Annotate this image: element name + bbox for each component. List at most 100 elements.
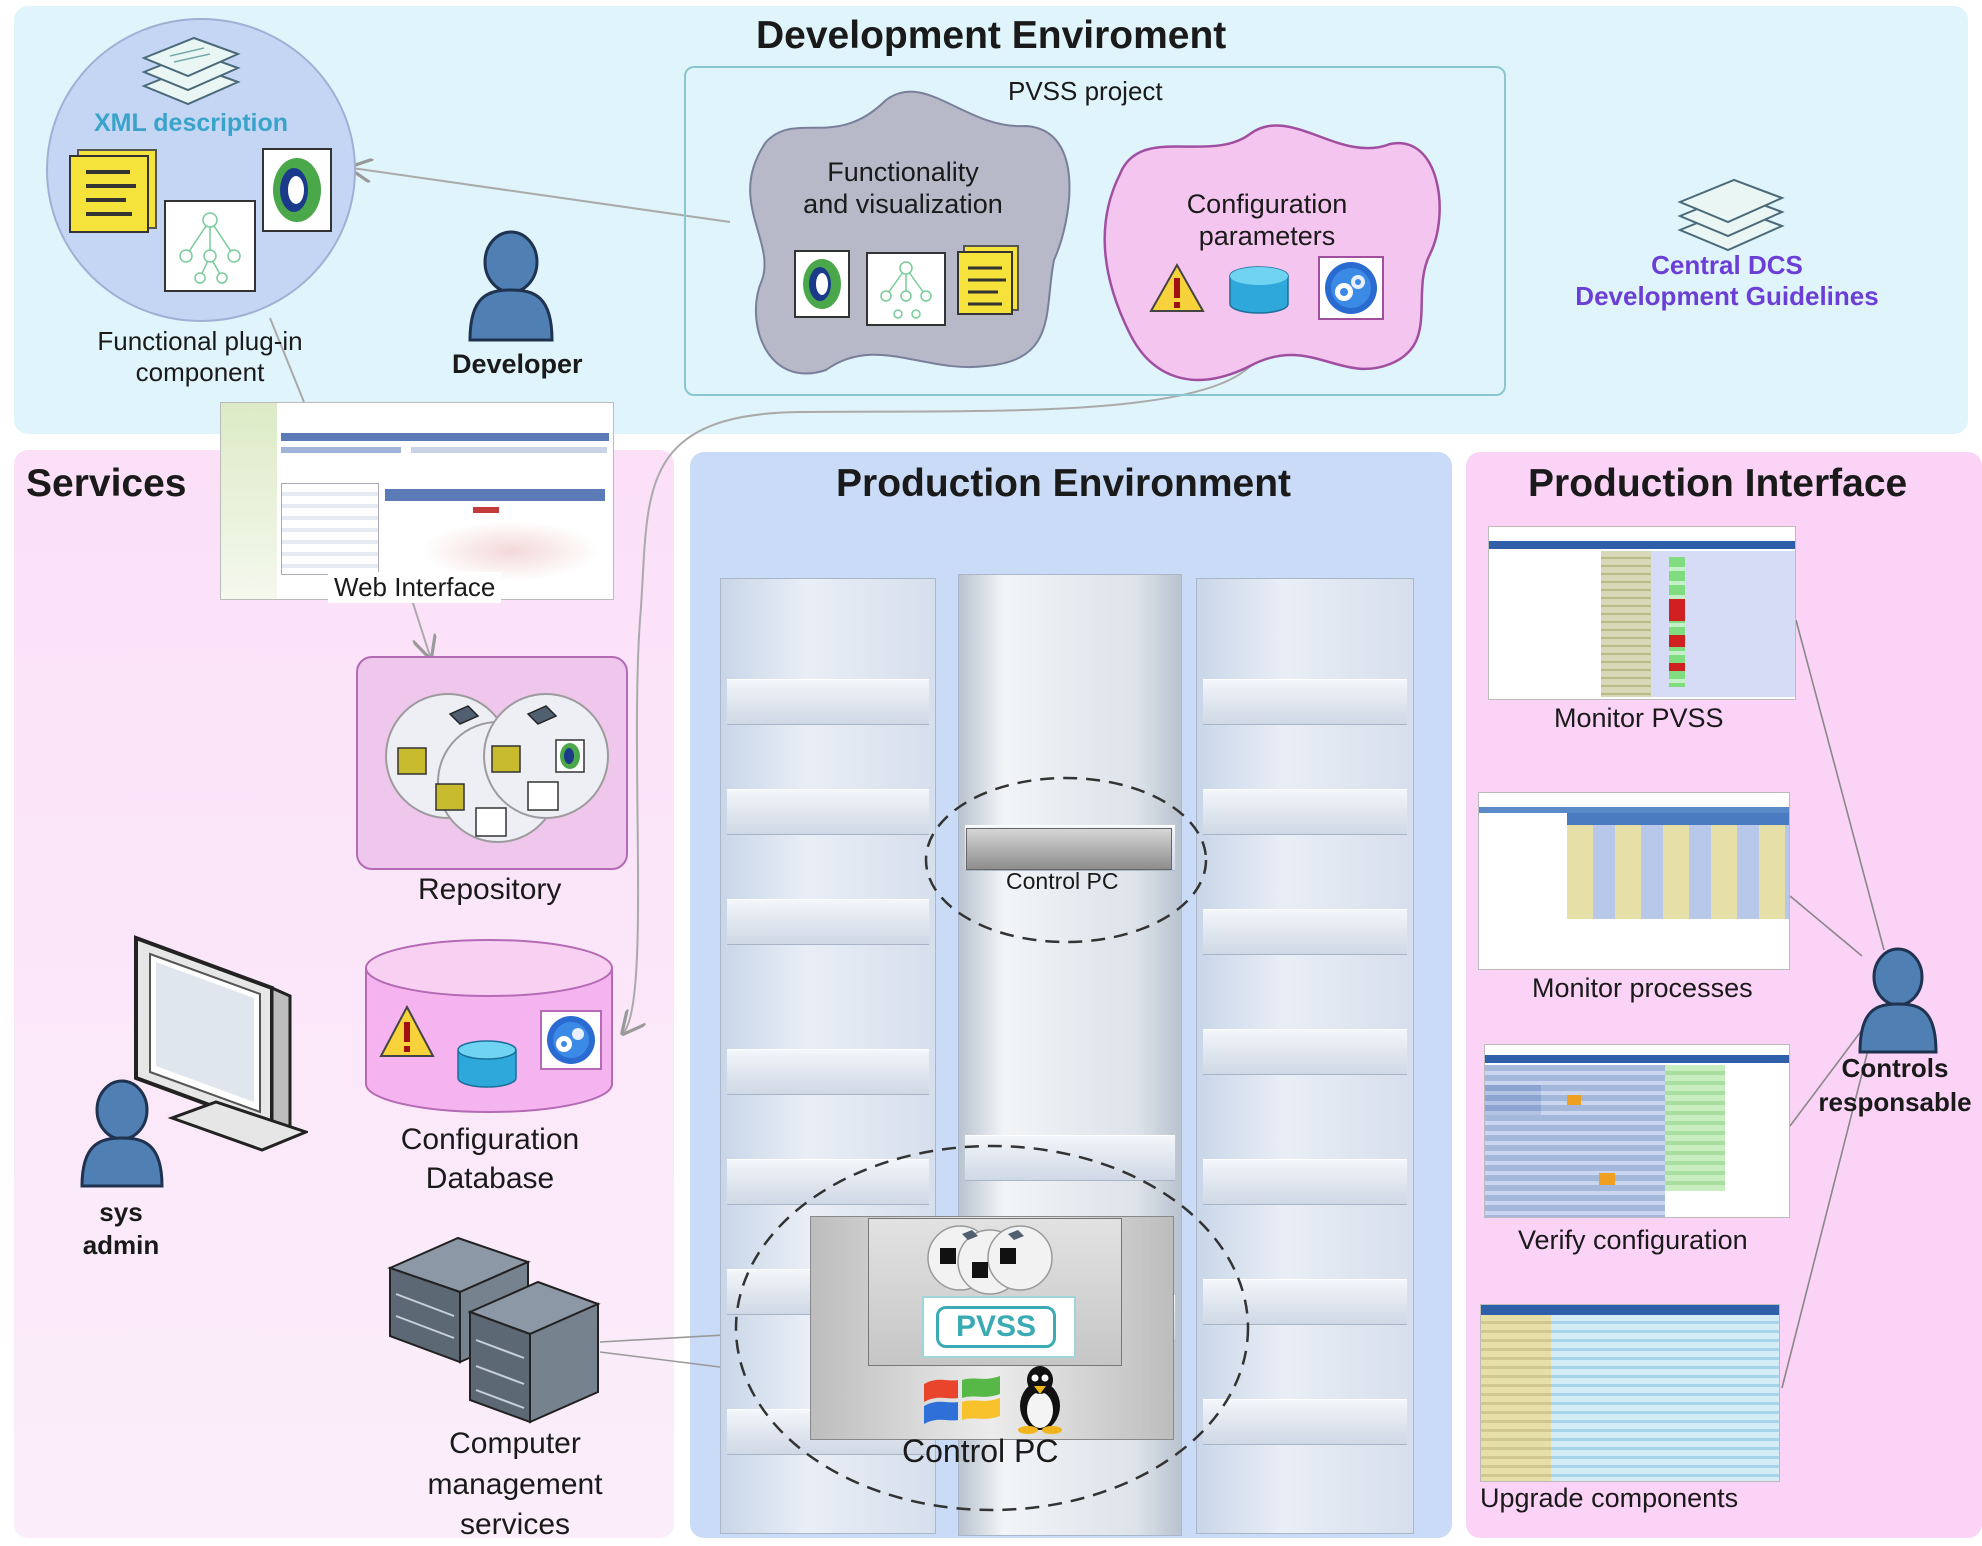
- mp-red-c: [1669, 663, 1685, 671]
- linux-tux-icon: [1018, 1366, 1062, 1434]
- controls-label: Controls responsable: [1812, 1052, 1978, 1120]
- vc-green-col: [1665, 1065, 1725, 1191]
- cms-line1: Computer: [449, 1427, 581, 1460]
- rack-right-shelf: [1203, 1159, 1407, 1205]
- web-table-b: [385, 489, 605, 501]
- repository-icon: [385, 693, 609, 843]
- vc-orange-a: [1567, 1095, 1581, 1105]
- rack-left-shelf: [727, 899, 929, 945]
- func-tree-icon: [866, 252, 946, 326]
- rack-right-shelf: [1203, 789, 1407, 835]
- uc-col-a: [1481, 1315, 1551, 1481]
- mp-topbar: [1489, 541, 1795, 549]
- uc-col-b: [1551, 1315, 1779, 1481]
- mp-red-b: [1669, 635, 1685, 647]
- database-icon: [1229, 266, 1289, 314]
- pvss-project-box: [684, 66, 1506, 396]
- config-database-cylinder: [365, 939, 613, 1113]
- documents-stack-icon: [141, 36, 241, 106]
- vc-orange-b: [1599, 1173, 1615, 1185]
- plugin-label-line1: Functional plug-in: [97, 326, 303, 356]
- rack-left-shelf: [727, 1159, 929, 1205]
- panel-yellow-icon: [69, 149, 157, 233]
- mpr-topbar: [1479, 807, 1789, 813]
- windows-logo-icon: [924, 1376, 1000, 1424]
- config-db-line2: Database: [425, 1162, 555, 1195]
- config-database-label: Configuration Database: [380, 1120, 600, 1198]
- development-title: Development Enviroment: [756, 14, 1227, 57]
- components-icon: [927, 1225, 1053, 1295]
- upgrade-components-screenshot[interactable]: [1480, 1304, 1780, 1482]
- rack-right-shelf: [1203, 1279, 1407, 1325]
- monitor-icon: [134, 935, 308, 1152]
- production-title: Production Environment: [836, 462, 1292, 505]
- ring-logo-icon: [262, 148, 332, 232]
- plugin-label-line2: component: [135, 357, 265, 388]
- guidelines-line2: Development Guidelines: [1575, 281, 1879, 312]
- verify-configuration-screenshot[interactable]: [1484, 1044, 1790, 1218]
- vc-grid: [1485, 1065, 1665, 1217]
- gears-icon: [1318, 256, 1384, 320]
- warning-icon: [1149, 262, 1205, 312]
- cms-label: Computer management services: [390, 1424, 640, 1546]
- web-interface-label: Web Interface: [328, 572, 502, 604]
- servers-icon: [387, 1236, 601, 1424]
- controls-line2: responsable: [1818, 1086, 1972, 1117]
- config-params-line1: Configuration: [1186, 189, 1348, 219]
- monitor-pvss-screenshot[interactable]: [1488, 526, 1796, 700]
- interface-title: Production Interface: [1528, 462, 1908, 505]
- sys-admin-person-icon: [80, 1079, 164, 1188]
- config-db-line1: Configuration: [400, 1123, 580, 1156]
- pvss-project-label: PVSS project: [1008, 76, 1163, 106]
- web-sidebar: [221, 403, 277, 599]
- mpr-header: [1567, 813, 1789, 825]
- rack-right-shelf: [1203, 1029, 1407, 1075]
- mp-red-a: [1669, 599, 1685, 621]
- rack-right: [1196, 578, 1414, 1534]
- verify-configuration-label: Verify configuration: [1518, 1225, 1748, 1255]
- rack-center-shelf: [965, 1135, 1175, 1181]
- monitor-processes-screenshot[interactable]: [1478, 792, 1790, 970]
- rack-left-shelf: [727, 1049, 929, 1095]
- web-header-bar: [281, 433, 609, 441]
- repository-label: Repository: [418, 873, 562, 906]
- web-highlight: [473, 507, 499, 513]
- controls-person-icon: [1858, 947, 1938, 1054]
- mpr-table: [1567, 825, 1789, 919]
- vc-topbar: [1485, 1055, 1789, 1063]
- controls-line1: Controls: [1841, 1053, 1949, 1083]
- control-pc-small-unit: [966, 828, 1172, 870]
- upgrade-components-label: Upgrade components: [1480, 1483, 1739, 1513]
- configuration-params-label: Configuration parameters: [1150, 188, 1384, 253]
- developer-label: Developer: [452, 349, 583, 379]
- sys-admin-line2: admin: [82, 1229, 160, 1260]
- func-panel-icon: [957, 245, 1019, 315]
- plugin-component-label: Functional plug-in component: [80, 326, 320, 388]
- db-warning-icon: [379, 1004, 435, 1057]
- rack-right-shelf: [1203, 1399, 1407, 1445]
- tree-diagram-icon: [164, 200, 256, 292]
- rack-right-shelf: [1203, 909, 1407, 955]
- pvss-logo: PVSS: [936, 1306, 1056, 1348]
- functionality-line2: and visualization: [803, 189, 1003, 220]
- mp-col-a: [1601, 551, 1651, 697]
- control-pc-small-label: Control PC: [1006, 868, 1119, 894]
- db-gears-icon: [540, 1010, 602, 1070]
- cms-line2: management: [427, 1467, 603, 1501]
- xml-description-label: XML description: [94, 109, 289, 137]
- rack-right-shelf: [1203, 679, 1407, 725]
- guidelines-line1: Central DCS: [1651, 250, 1803, 280]
- cms-line3: services: [459, 1508, 571, 1541]
- control-pc-large-label: Control PC: [902, 1433, 1059, 1469]
- db-database-icon: [457, 1040, 517, 1088]
- functionality-line1: Functionality: [827, 157, 979, 187]
- guidelines-label: Central DCS Development Guidelines: [1552, 250, 1902, 312]
- developer-person-icon: [468, 230, 554, 342]
- sys-admin-label: sys admin: [66, 1196, 176, 1261]
- functionality-label: Functionality and visualization: [786, 156, 1020, 221]
- rack-left-shelf: [727, 789, 929, 835]
- guidelines-documents-icon: [1677, 178, 1785, 252]
- monitor-pvss-label: Monitor PVSS: [1554, 703, 1724, 733]
- web-bar-a: [281, 447, 401, 453]
